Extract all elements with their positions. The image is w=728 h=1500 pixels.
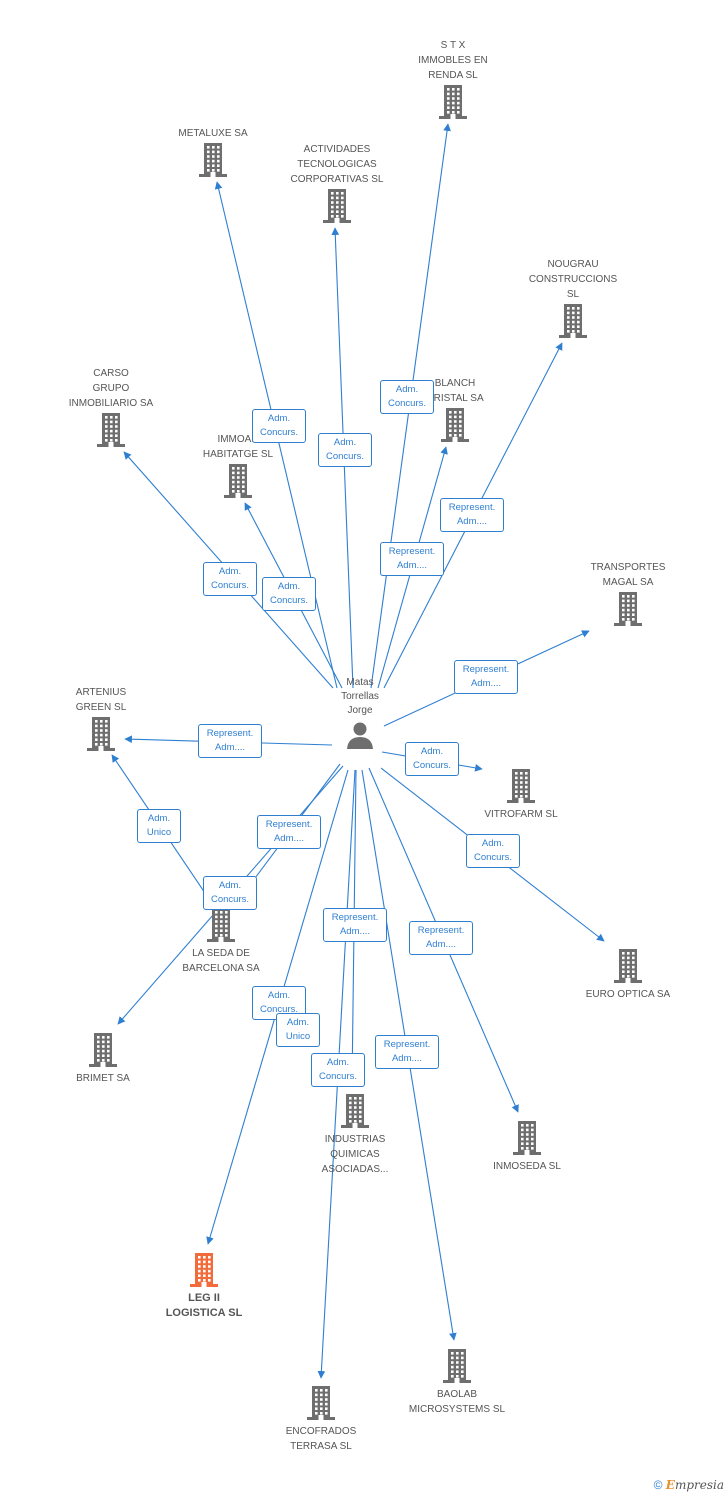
edge-label-metaluxe[interactable]: Adm. Concurs. bbox=[252, 409, 306, 443]
company-node-label: BRIMET SA bbox=[76, 1073, 130, 1084]
company-node-label: ARTENIUS GREEN SL bbox=[75, 687, 127, 713]
company-node-label: VITROFARM SL bbox=[484, 809, 558, 820]
edge-label-inmoseda[interactable]: Represent. Adm.... bbox=[409, 921, 473, 955]
building-icon bbox=[341, 1094, 369, 1128]
company-node-label: IMMOAR HABITATGE SL bbox=[202, 434, 274, 460]
building-icon bbox=[89, 1033, 117, 1067]
company-node-label: BLANCH CRISTAL SA bbox=[426, 378, 484, 404]
building-icon bbox=[513, 1121, 541, 1155]
company-node-baolab[interactable]: BAOLAB MICROSYSTEMS SL bbox=[392, 1347, 522, 1417]
company-node-blanch[interactable]: BLANCH CRISTAL SA bbox=[390, 376, 520, 442]
building-icon bbox=[87, 717, 115, 751]
footer-brand[interactable]: © Empresia bbox=[654, 1478, 724, 1492]
building-icon bbox=[559, 304, 587, 338]
company-node-label: ENCOFRADOS TERRASA SL bbox=[285, 1426, 357, 1452]
company-node-label: TRANSPORTES MAGAL SA bbox=[590, 562, 666, 588]
edge-label-leg[interactable]: Adm. Unico bbox=[276, 1013, 320, 1047]
brand-logo: Empresia bbox=[666, 1478, 724, 1492]
building-icon bbox=[307, 1386, 335, 1420]
person-icon bbox=[347, 722, 373, 749]
company-node-actividades[interactable]: ACTIVIDADES TECNOLOGICAS CORPORATIVAS SL bbox=[272, 142, 402, 223]
brand-logo-initial: E bbox=[665, 1478, 675, 1492]
edge-label-industrias[interactable]: Represent. Adm.... bbox=[323, 908, 387, 942]
center-person[interactable]: Matas Torrellas Jorge bbox=[320, 676, 400, 750]
edge-label-actividades[interactable]: Adm. Concurs. bbox=[318, 433, 372, 467]
company-node-encofrados[interactable]: ENCOFRADOS TERRASA SL bbox=[256, 1384, 386, 1454]
company-node-label: BAOLAB MICROSYSTEMS SL bbox=[408, 1389, 506, 1415]
building-icon bbox=[323, 189, 351, 223]
company-node-label: CARSO GRUPO INMOBILIARIO SA bbox=[68, 368, 154, 409]
company-node-metaluxe[interactable]: METALUXE SA bbox=[148, 126, 278, 177]
company-node-brimet[interactable]: BRIMET SA bbox=[38, 1031, 168, 1086]
center-person-label: Matas Torrellas Jorge bbox=[341, 677, 379, 716]
building-icon bbox=[614, 949, 642, 983]
edge-label-nougrau[interactable]: Represent. Adm.... bbox=[440, 498, 504, 532]
edge-label-stx[interactable]: Adm. Concurs. bbox=[380, 380, 434, 414]
edge-label-vitrofarm[interactable]: Adm. Concurs. bbox=[405, 742, 459, 776]
company-node-label: LA SEDA DE BARCELONA SA bbox=[182, 948, 260, 974]
company-node-vitrofarm[interactable]: VITROFARM SL bbox=[456, 767, 586, 822]
company-node-seda[interactable]: LA SEDA DE BARCELONA SA bbox=[156, 906, 286, 976]
company-node-nougrau[interactable]: NOUGRAU CONSTRUCCIONS SL bbox=[508, 257, 638, 338]
company-node-industrias[interactable]: INDUSTRIAS QUIMICAS ASOCIADAS... bbox=[290, 1092, 420, 1177]
copyright-icon: © bbox=[653, 1478, 663, 1492]
building-icon bbox=[441, 408, 469, 442]
company-node-transportes[interactable]: TRANSPORTES MAGAL SA bbox=[563, 560, 693, 626]
company-node-label: ACTIVIDADES TECNOLOGICAS CORPORATIVAS SL bbox=[290, 144, 384, 185]
edge-label-immoar[interactable]: Adm. Concurs. bbox=[262, 577, 316, 611]
building-icon bbox=[439, 85, 467, 119]
company-node-label: EURO OPTICA SA bbox=[585, 989, 671, 1000]
edge-label-baolab[interactable]: Represent. Adm.... bbox=[375, 1035, 439, 1069]
company-node-label: LEG II LOGISTICA SL bbox=[165, 1292, 243, 1319]
building-icon bbox=[199, 143, 227, 177]
edge-label-carso[interactable]: Adm. Concurs. bbox=[203, 562, 257, 596]
company-node-leg[interactable]: LEG II LOGISTICA SL bbox=[139, 1251, 269, 1321]
company-node-carso[interactable]: CARSO GRUPO INMOBILIARIO SA bbox=[46, 366, 176, 447]
company-node-immoar[interactable]: IMMOAR HABITATGE SL bbox=[173, 432, 303, 498]
edge-label-artenius[interactable]: Adm. Unico bbox=[137, 809, 181, 843]
building-icon bbox=[97, 413, 125, 447]
edge-label-transportes[interactable]: Represent. Adm.... bbox=[454, 660, 518, 694]
edge-label-seda[interactable]: Represent. Adm.... bbox=[257, 815, 321, 849]
building-icon bbox=[207, 908, 235, 942]
brand-logo-text: mpresia bbox=[674, 1478, 724, 1492]
company-node-label: INDUSTRIAS QUIMICAS ASOCIADAS... bbox=[321, 1134, 389, 1175]
company-node-euro[interactable]: EURO OPTICA SA bbox=[563, 947, 693, 1002]
company-node-inmoseda[interactable]: INMOSEDA SL bbox=[462, 1119, 592, 1174]
edge-label-blanch[interactable]: Represent. Adm.... bbox=[380, 542, 444, 576]
building-icon bbox=[190, 1253, 218, 1287]
building-icon bbox=[614, 592, 642, 626]
edge-label-artenius[interactable]: Represent. Adm.... bbox=[198, 724, 262, 758]
building-icon bbox=[507, 769, 535, 803]
edge-label-euro[interactable]: Adm. Concurs. bbox=[466, 834, 520, 868]
company-node-stx[interactable]: S T X IMMOBLES EN RENDA SL bbox=[388, 38, 518, 119]
edge-label-brimet[interactable]: Adm. Concurs. bbox=[203, 876, 257, 910]
building-icon bbox=[443, 1349, 471, 1383]
company-node-label: METALUXE SA bbox=[178, 128, 248, 139]
company-node-artenius[interactable]: ARTENIUS GREEN SL bbox=[36, 685, 166, 751]
building-icon bbox=[224, 464, 252, 498]
company-node-label: S T X IMMOBLES EN RENDA SL bbox=[418, 40, 488, 81]
company-node-label: INMOSEDA SL bbox=[493, 1161, 561, 1172]
edge-label-encofrados[interactable]: Adm. Concurs. bbox=[311, 1053, 365, 1087]
company-node-label: NOUGRAU CONSTRUCCIONS SL bbox=[528, 259, 618, 300]
